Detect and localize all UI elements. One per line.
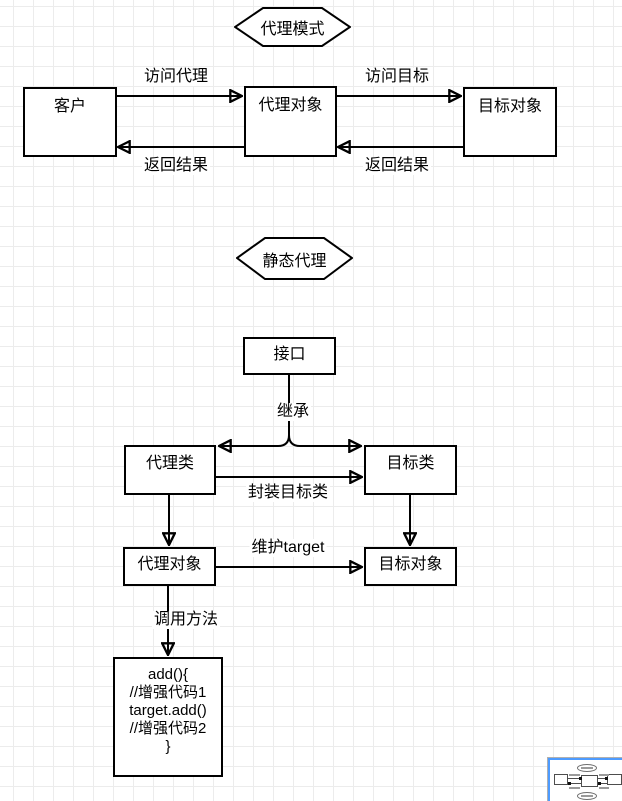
minimap-arrowhead <box>598 782 601 785</box>
minimap-text-mark <box>569 787 580 789</box>
code-line: target.add() <box>129 702 207 719</box>
node-target-object[interactable]: 目标对象 <box>364 547 457 586</box>
node-proxy-object-label: 代理对象 <box>137 556 202 573</box>
code-line: //增强代码2 <box>129 720 207 737</box>
node-proxy-class-label: 代理类 <box>145 455 194 472</box>
node-code-block[interactable]: add(){ //增强代码1 target.add() //增强代码2 } <box>113 657 223 777</box>
node-proxy-class[interactable]: 代理类 <box>124 445 216 495</box>
minimap-arrowhead <box>568 782 571 785</box>
node-proxy-object[interactable]: 代理对象 <box>123 547 216 586</box>
edge-label-visit-proxy[interactable]: 访问代理 <box>141 68 211 86</box>
node-interface-label: 接口 <box>273 346 306 363</box>
minimap-arrowhead <box>579 777 582 780</box>
hexagon-shape <box>234 7 351 47</box>
hexagon-static-proxy-title[interactable]: 静态代理 <box>236 237 353 280</box>
minimap-edge <box>598 778 607 779</box>
node-target-object-label: 目标对象 <box>378 556 443 573</box>
node-proxy-object-top-label: 代理对象 <box>258 97 323 114</box>
node-client[interactable]: 客户 <box>23 87 117 157</box>
minimap-edge <box>568 778 581 779</box>
node-client-label: 客户 <box>53 98 86 115</box>
edge-label-call-method[interactable]: 调用方法 <box>151 611 221 629</box>
node-proxy-object-top[interactable]: 代理对象 <box>244 86 337 157</box>
minimap-panel[interactable] <box>548 758 622 801</box>
code-line: //增强代码1 <box>129 684 207 701</box>
edge-label-wrap-target-class[interactable]: 封装目标类 <box>245 484 331 502</box>
edge-label-return-result-left[interactable]: 返回结果 <box>141 157 211 175</box>
minimap-box-proxy <box>581 775 598 787</box>
code-line: } <box>165 738 171 755</box>
minimap-edge <box>568 783 581 784</box>
edge-label-visit-target[interactable]: 访问目标 <box>362 68 432 86</box>
minimap-edge <box>598 783 607 784</box>
minimap-box-client <box>554 774 568 785</box>
edge-label-return-result-right[interactable]: 返回结果 <box>362 157 432 175</box>
node-target-class[interactable]: 目标类 <box>364 445 457 495</box>
hexagon-proxy-pattern-title[interactable]: 代理模式 <box>234 7 351 47</box>
node-target-class-label: 目标类 <box>386 455 435 472</box>
minimap-text-mark <box>599 787 609 789</box>
minimap-text-mark <box>581 795 593 797</box>
minimap-text-mark <box>599 774 609 776</box>
static-proxy-title: 静态代理 <box>262 252 327 270</box>
proxy-pattern-title: 代理模式 <box>260 21 325 38</box>
edge-inherit-to-target-class[interactable] <box>288 434 361 446</box>
node-target-object-top-label: 目标对象 <box>477 98 542 115</box>
edge-inherit-to-proxy-class[interactable] <box>219 434 290 446</box>
minimap-text-mark <box>569 774 580 776</box>
code-line: add(){ <box>147 666 189 683</box>
minimap-text-mark <box>581 767 593 769</box>
node-target-object-top[interactable]: 目标对象 <box>463 87 557 157</box>
minimap-arrowhead <box>605 777 608 780</box>
node-interface[interactable]: 接口 <box>243 337 336 375</box>
edge-label-inherit[interactable]: 继承 <box>274 403 312 421</box>
hexagon-shape <box>236 237 353 280</box>
edge-label-maintain-target[interactable]: 维护target <box>249 539 327 557</box>
minimap-box-target <box>607 774 622 785</box>
